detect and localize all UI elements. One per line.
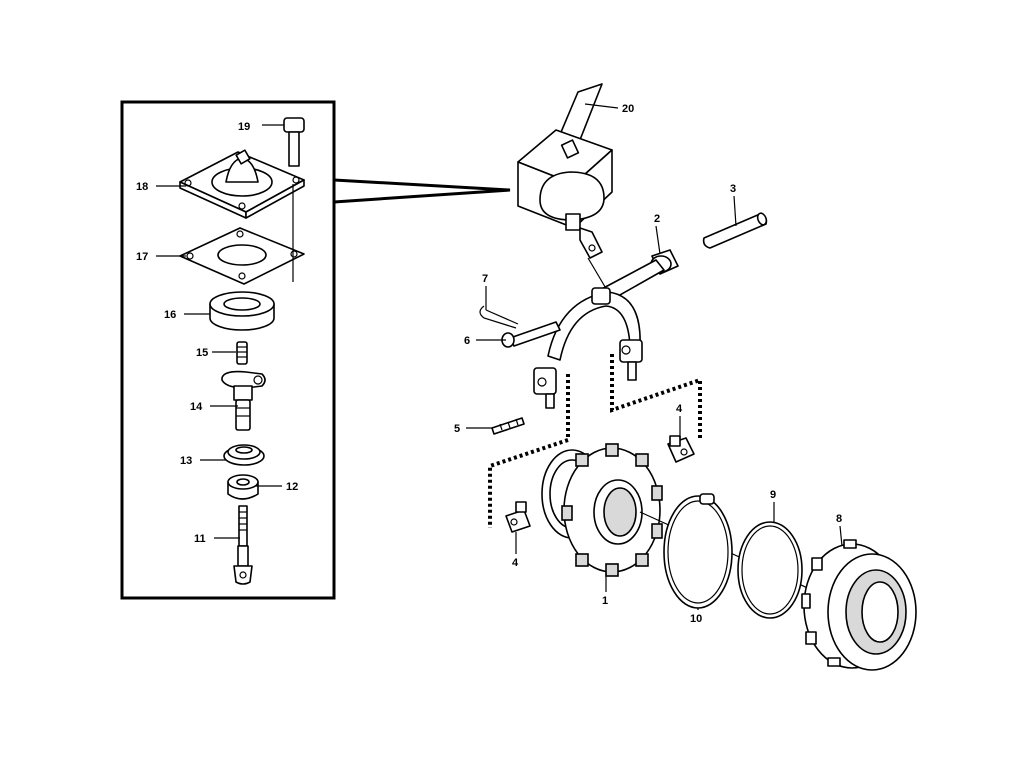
bolt-19 xyxy=(283,117,305,167)
gasket-17 xyxy=(179,227,305,285)
washer-13 xyxy=(223,444,265,466)
label-5: 5 xyxy=(454,423,460,435)
label-12: 12 xyxy=(286,481,298,493)
ring-9 xyxy=(737,521,803,619)
lever-housing xyxy=(517,129,615,303)
label-14: 14 xyxy=(190,401,203,413)
label-19: 19 xyxy=(238,121,250,133)
nut-12 xyxy=(227,474,259,500)
label-10: 10 xyxy=(690,613,702,625)
detail-callout-pointer xyxy=(333,178,511,204)
label-16: 16 xyxy=(164,309,176,321)
cotter-pin-7 xyxy=(479,305,519,329)
synchro-hub-1 xyxy=(541,443,897,629)
shift-block-4-right xyxy=(667,435,695,463)
bearing-ring-16 xyxy=(209,291,275,331)
detail-inset-frame xyxy=(120,100,336,600)
set-screw-15 xyxy=(236,341,248,365)
shift-fork xyxy=(533,287,643,409)
label-6: 6 xyxy=(464,335,470,347)
cover-plate-18 xyxy=(179,149,305,219)
label-4-left: 4 xyxy=(512,557,519,569)
label-2: 2 xyxy=(654,213,660,225)
label-9: 9 xyxy=(770,489,776,501)
sliding-sleeve-8 xyxy=(801,539,917,671)
label-17: 17 xyxy=(136,251,148,263)
label-20: 20 xyxy=(622,103,634,115)
shaft-3 xyxy=(702,212,768,249)
engagement-indicators xyxy=(488,354,702,528)
clevis-pin-6 xyxy=(501,321,561,348)
leader-lines xyxy=(156,103,843,610)
label-11: 11 xyxy=(194,533,206,545)
label-13: 13 xyxy=(180,455,192,467)
label-18: 18 xyxy=(136,181,148,193)
label-15: 15 xyxy=(196,347,208,359)
roll-pin-5 xyxy=(491,417,525,435)
label-3: 3 xyxy=(730,183,736,195)
ball-pin-14 xyxy=(221,370,266,431)
label-7: 7 xyxy=(482,273,488,285)
label-1: 1 xyxy=(602,595,608,607)
label-4-right: 4 xyxy=(676,403,683,415)
snap-ring-10 xyxy=(663,493,733,609)
shift-block-4-left xyxy=(505,501,531,533)
label-8: 8 xyxy=(836,513,842,525)
threaded-rod-11 xyxy=(233,505,253,585)
